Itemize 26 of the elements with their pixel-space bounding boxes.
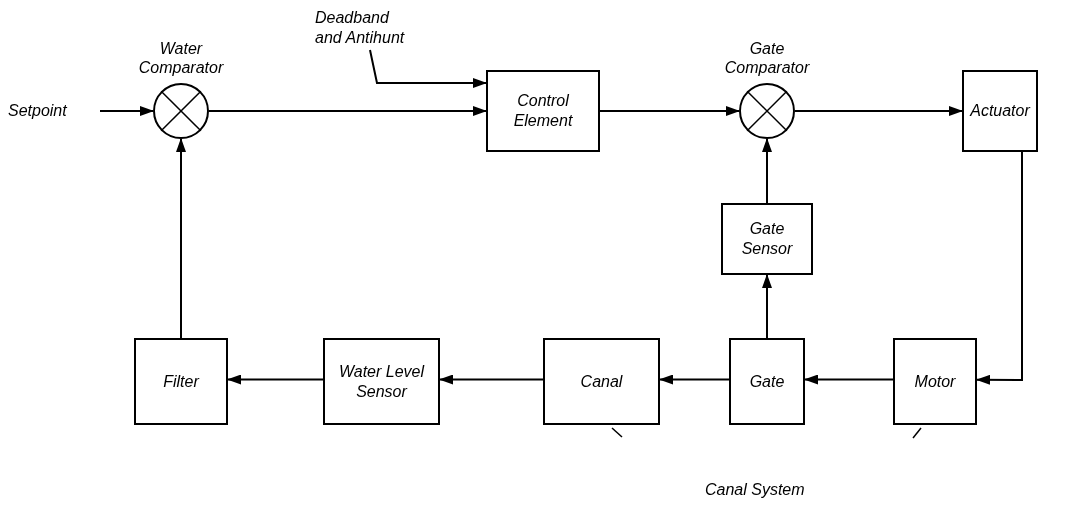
block-box: Control Element xyxy=(486,70,600,152)
arrow xyxy=(369,49,487,88)
input-label: Deadband and Antihunt xyxy=(315,8,406,48)
junction-label: Water Comparator xyxy=(137,38,225,77)
arrow xyxy=(176,138,186,339)
arrow xyxy=(659,374,730,385)
arrow xyxy=(976,151,1023,385)
input-label: Setpoint xyxy=(8,101,67,121)
block-box: Motor xyxy=(893,338,977,425)
arrow xyxy=(227,374,324,385)
block-box: Filter xyxy=(134,338,228,425)
arrow xyxy=(439,374,544,385)
block-box: Actuator xyxy=(962,70,1038,152)
junction-label: Gate Comparator xyxy=(723,38,811,77)
block-box: Water Level Sensor xyxy=(323,338,440,425)
block-box: Gate xyxy=(729,338,805,425)
arrow xyxy=(762,274,772,339)
arrow xyxy=(99,106,154,116)
arrow xyxy=(208,106,487,116)
arrow xyxy=(804,374,894,385)
arrow xyxy=(794,106,963,116)
system-label: Canal System xyxy=(705,481,805,499)
block-box: Canal xyxy=(543,338,660,425)
arrow xyxy=(599,106,740,116)
arrow xyxy=(762,138,772,204)
block-box: Gate Sensor xyxy=(721,203,813,275)
